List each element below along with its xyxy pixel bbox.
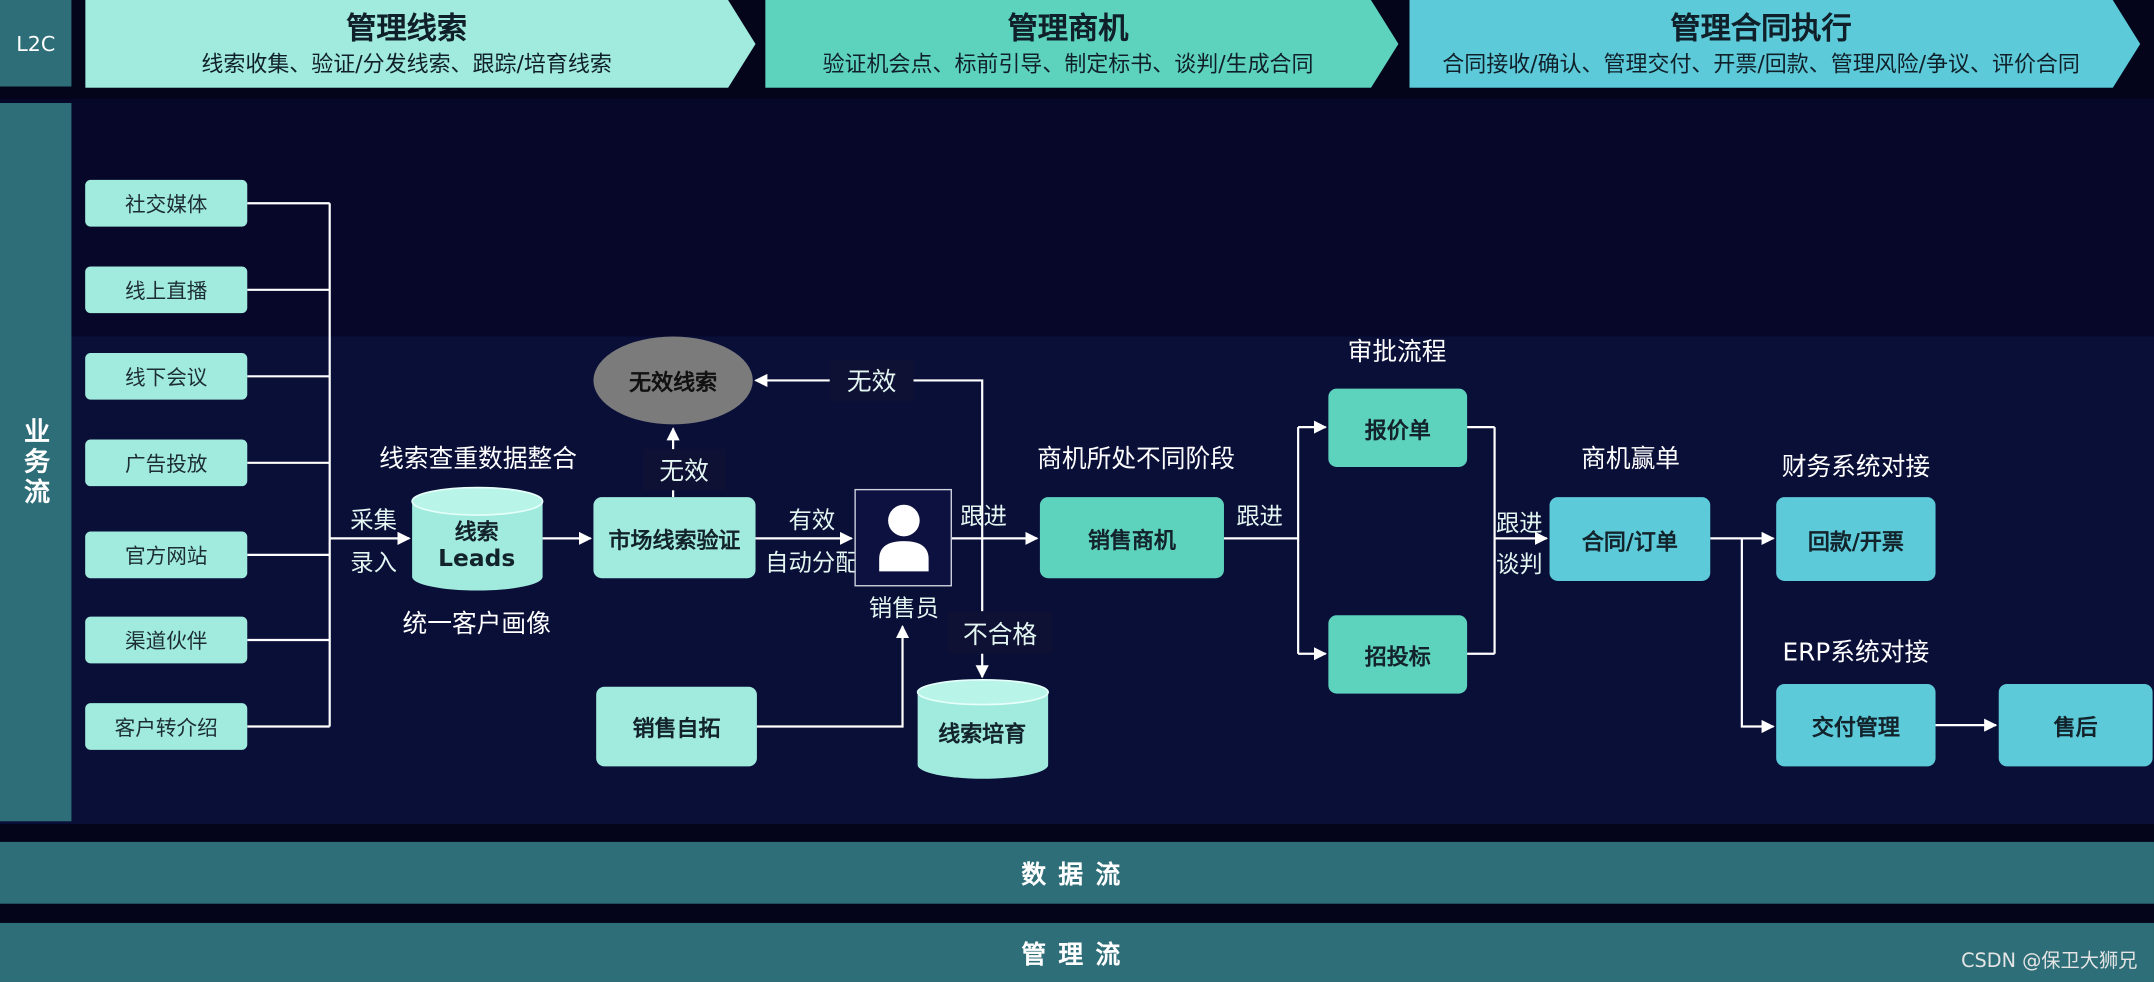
- negotiate-label: 谈判: [1495, 551, 1543, 579]
- source-channel-partner: 渠道伙伴: [85, 616, 248, 664]
- invalid-tag-top: 无效: [829, 359, 914, 402]
- quote-node: 报价单: [1328, 388, 1468, 467]
- phase-title: 管理线索: [346, 11, 468, 47]
- phase-manage-contract-execution: 管理合同执行 合同接收/确认、管理交付、开票/回款、管理风险/争议、评价合同: [1409, 0, 2140, 88]
- source-social-media: 社交媒体: [85, 179, 248, 227]
- nurture-cylinder-label: 线索培育: [938, 721, 1027, 748]
- source-offline-meeting: 线下会议: [85, 352, 248, 400]
- phase-title: 管理合同执行: [1670, 11, 1852, 47]
- opportunity-won-label: 商机赢单: [1581, 444, 1681, 474]
- arrow-to-delivery: [1740, 538, 1775, 734]
- source-online-live: 线上直播: [85, 266, 248, 314]
- unqualified-tag: 不合格: [947, 611, 1053, 654]
- data-flow-lane: 数据流: [0, 841, 2154, 904]
- follow-up-label: 跟进: [1495, 510, 1543, 538]
- nurture-cylinder: [916, 679, 1049, 779]
- watermark: CSDN @保卫大狮兄: [1961, 950, 2138, 973]
- salesperson-label: 销售员: [868, 595, 939, 623]
- follow-up-label: 跟进: [1236, 503, 1284, 531]
- salesperson-node: [854, 488, 952, 587]
- erp-integration-label: ERP系统对接: [1782, 638, 1930, 668]
- leads-cylinder-label: 线索: [454, 519, 499, 546]
- input-label: 录入: [350, 550, 397, 578]
- phase-manage-leads: 管理线索 线索收集、验证/分发线索、跟踪/培育线索: [85, 0, 755, 88]
- approval-process-label: 审批流程: [1347, 337, 1447, 367]
- leads-cylinder-label-en: Leads: [438, 545, 516, 573]
- collect-label: 采集: [350, 507, 397, 535]
- market-lead-verify-node: 市场线索验证: [593, 497, 756, 579]
- phase-subtitle: 合同接收/确认、管理交付、开票/回款、管理风险/争议、评价合同: [1442, 50, 2080, 77]
- phase-title: 管理商机: [1007, 11, 1129, 47]
- sales-self-sourced-node: 销售自拓: [596, 686, 757, 767]
- phase-subtitle: 验证机会点、标前引导、制定标书、谈判/生成合同: [822, 50, 1314, 77]
- delivery-management-node: 交付管理: [1776, 683, 1936, 767]
- management-flow-lane: 管理流: [0, 922, 2154, 982]
- follow-up-label: 跟进: [960, 503, 1007, 531]
- contract-order-node: 合同/订单: [1549, 497, 1711, 581]
- source-advertising: 广告投放: [85, 439, 248, 487]
- after-sales-node: 售后: [1998, 683, 2153, 767]
- arrow-self-sourced-to-salesperson: [756, 624, 910, 728]
- dedupe-label: 线索查重数据整合: [379, 444, 577, 474]
- valid-label: 有效: [788, 507, 836, 535]
- approval-fork-lines: [1223, 427, 1300, 654]
- source-bus-lines: [247, 202, 331, 728]
- finance-integration-label: 财务系统对接: [1781, 453, 1931, 483]
- phase-manage-opportunities: 管理商机 验证机会点、标前引导、制定标书、谈判/生成合同: [765, 0, 1398, 88]
- auto-assign-label: 自动分配: [765, 550, 859, 578]
- business-flow-lane: 业务流: [0, 103, 72, 822]
- leads-cylinder: [411, 486, 544, 591]
- payment-invoice-node: 回款/开票: [1776, 497, 1936, 581]
- person-icon: [879, 504, 929, 572]
- business-flow-label: 业务流: [19, 416, 51, 508]
- source-official-website: 官方网站: [85, 531, 248, 579]
- source-customer-referral: 客户转介绍: [85, 703, 248, 750]
- invalid-tag-vertical: 无效: [642, 449, 726, 491]
- invalid-leads-ellipse: [593, 336, 753, 425]
- invalid-leads-label: 无效线索: [629, 369, 718, 396]
- customer-profile-label: 统一客户画像: [402, 609, 551, 639]
- l2c-badge: L2C: [0, 0, 72, 87]
- approval-join-lines: [1467, 426, 1496, 655]
- bidding-node: 招投标: [1328, 615, 1468, 694]
- phase-subtitle: 线索收集、验证/分发线索、跟踪/培育线索: [201, 50, 612, 77]
- sales-opportunity-node: 销售商机: [1039, 497, 1224, 579]
- opportunity-stages-label: 商机所处不同阶段: [1037, 444, 1235, 474]
